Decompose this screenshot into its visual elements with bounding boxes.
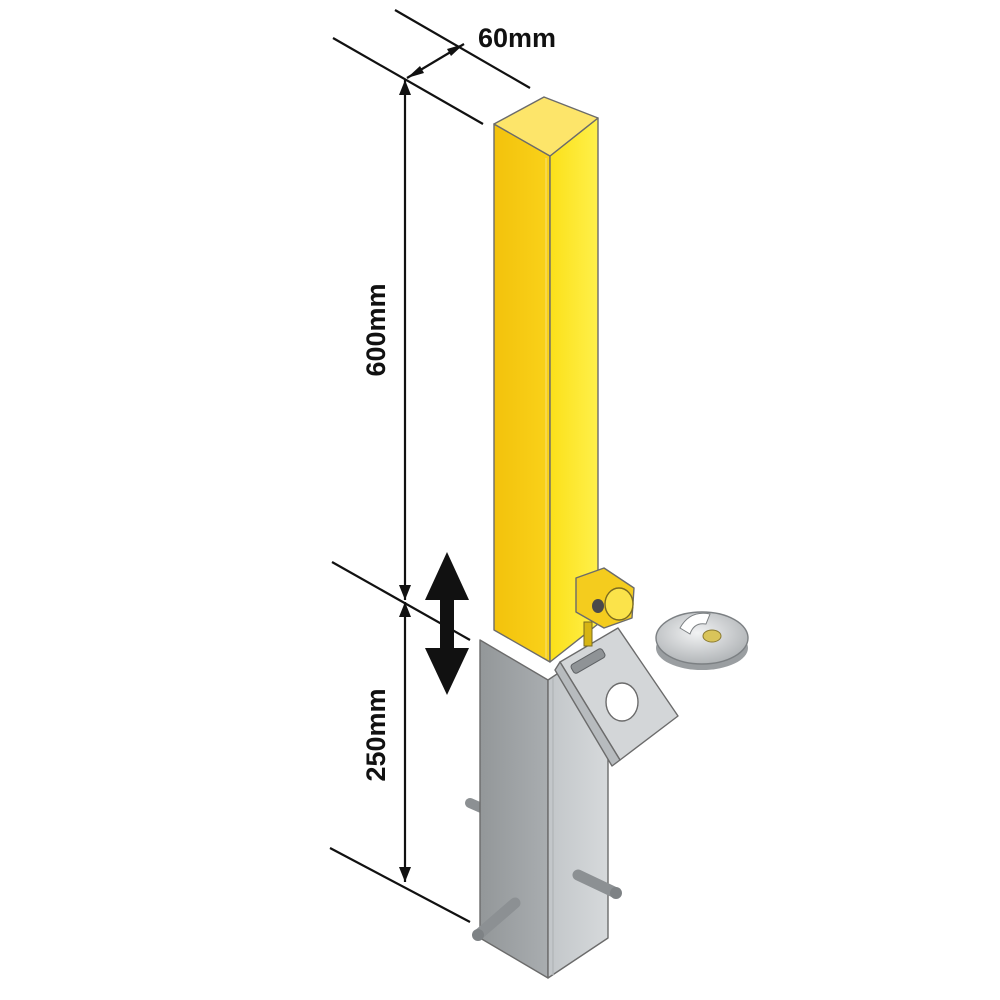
width-dimension-label: 60mm (478, 23, 556, 53)
yellow-post (493, 96, 599, 663)
post-lock-tab (575, 567, 635, 647)
double-arrow-up-down-icon (425, 552, 469, 695)
disc-padlock-icon (655, 611, 749, 670)
dimension-lines (329, 9, 531, 923)
ground-sleeve (465, 627, 679, 979)
bracket-hole (605, 682, 639, 722)
post-height-dimension-label: 600mm (361, 283, 391, 376)
sleeve-depth-dimension-label: 250mm (361, 688, 391, 781)
